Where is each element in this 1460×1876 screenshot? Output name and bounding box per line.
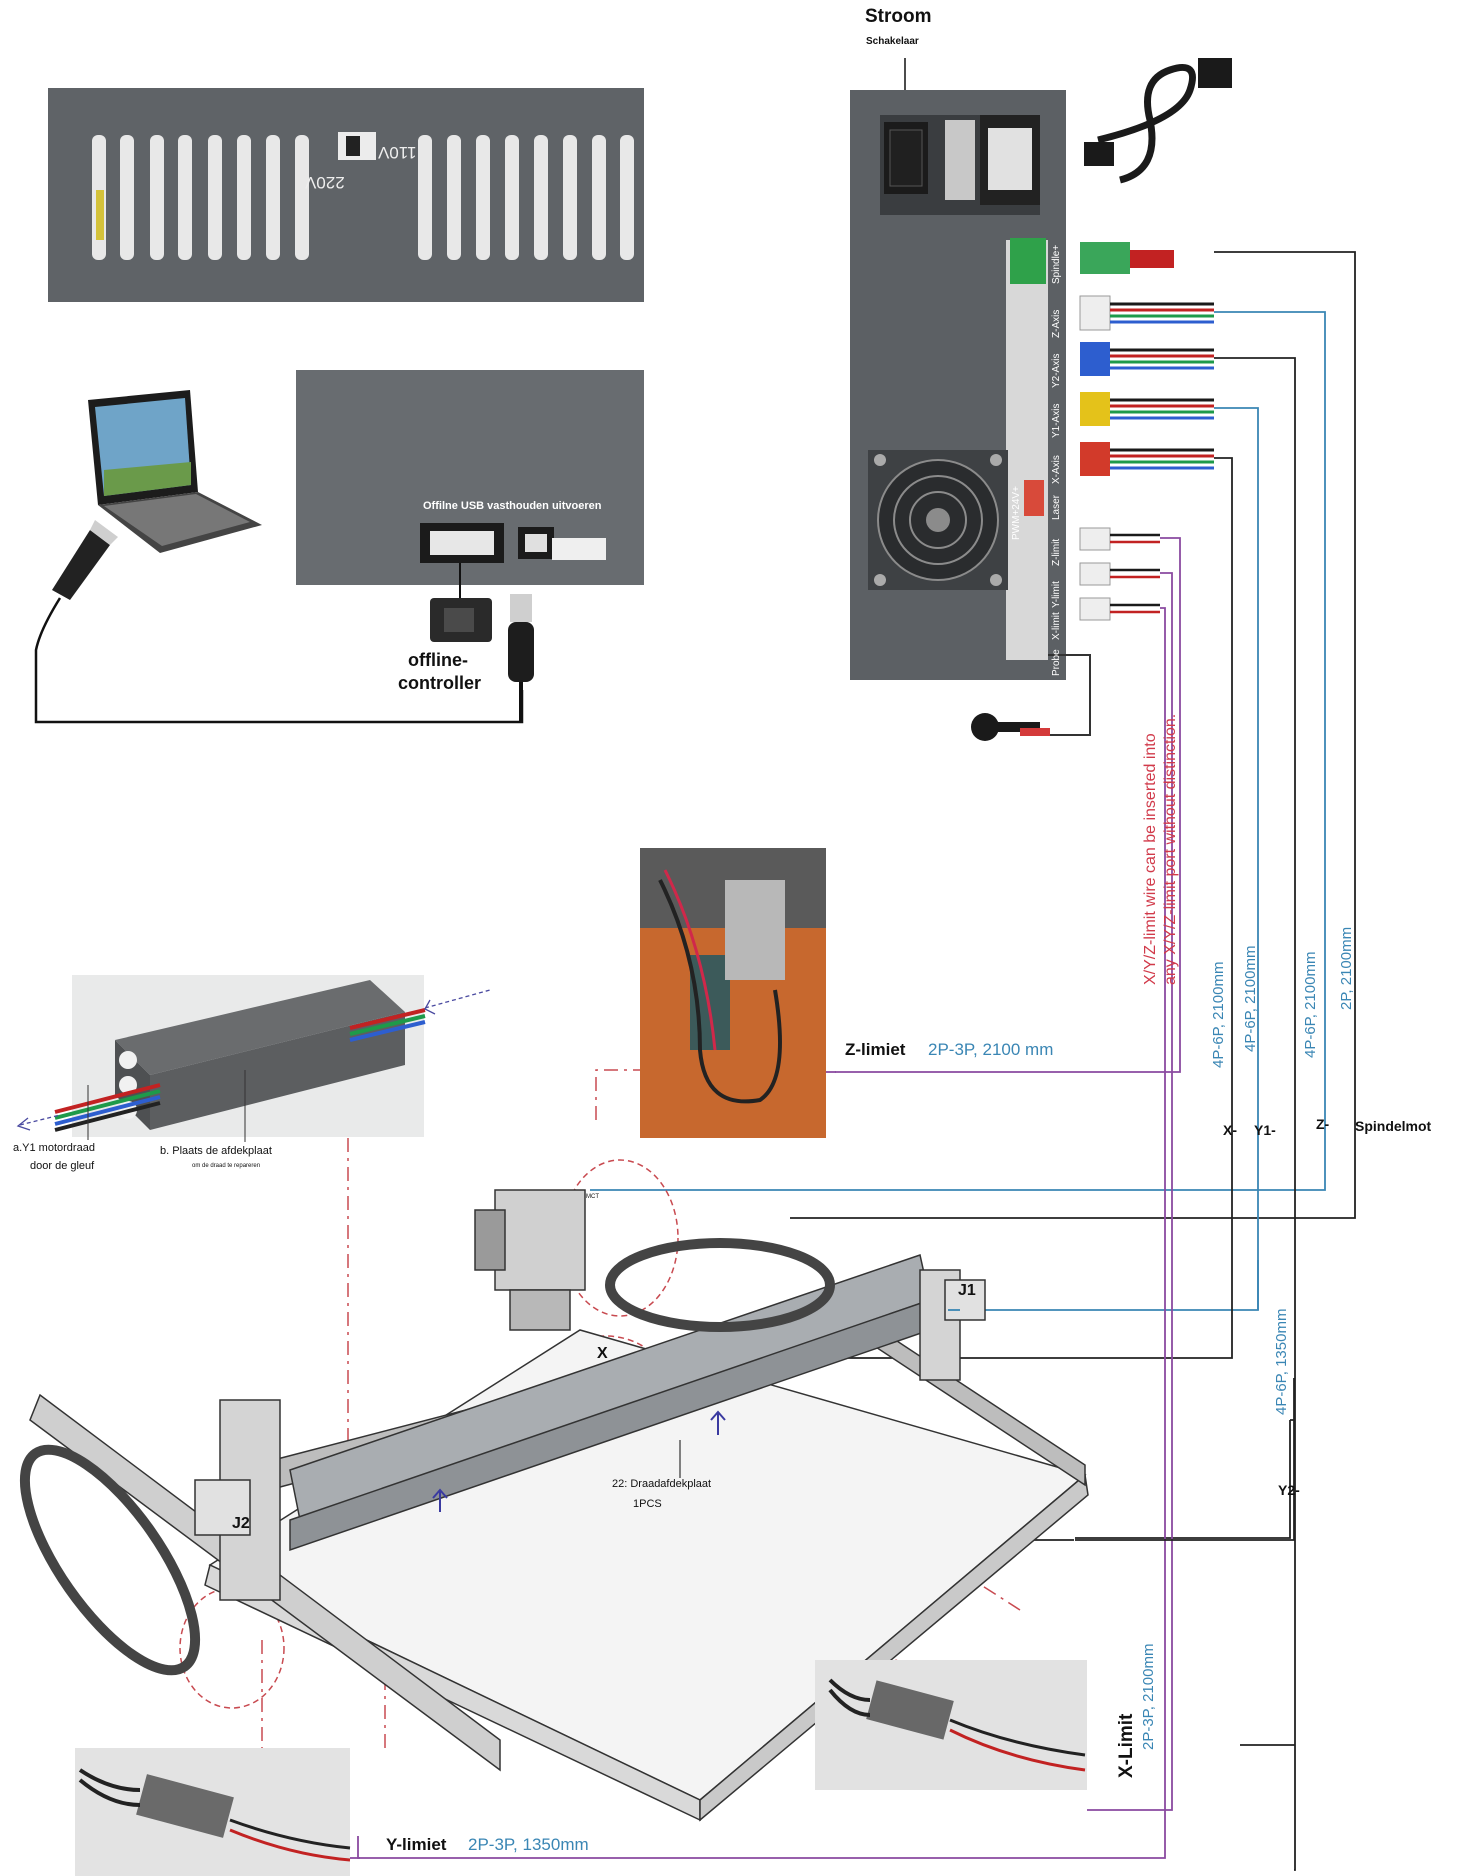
usb-plug-icon	[34, 520, 524, 724]
port-x-axis: X-Axis	[1051, 455, 1062, 484]
x-axis-plug	[1080, 442, 1110, 476]
cable-spec-y1: 4P-6P, 2100mm	[1242, 945, 1259, 1052]
port-z-axis: Z-Axis	[1051, 309, 1062, 338]
port-y1-axis: Y1-Axis	[1051, 403, 1062, 438]
x-limit-photo	[815, 1660, 1087, 1790]
psu-panel	[48, 88, 644, 302]
x-limit-spec: 2P-3P, 2100mm	[1140, 1643, 1157, 1750]
psu-label-220v: 220V	[305, 173, 345, 192]
axis-label-y2: Y2-	[1278, 1482, 1300, 1498]
power-title: Stroom	[865, 6, 932, 27]
x-mark-label: X	[597, 1345, 608, 1362]
x-limit-title: X-Limit	[1116, 1713, 1137, 1778]
port-x-limit: X-limit	[1051, 612, 1062, 640]
cover-step-b-line-1: b. Plaats de afdekplaat	[160, 1145, 272, 1157]
power-cord-icon	[1084, 58, 1232, 184]
limit-note-line-1: X/Y/Z-limit wire can be inserted into	[1142, 733, 1159, 985]
offline-controller-label-2: controller	[398, 673, 482, 693]
cable-spec-spindle: 2P, 2100mm	[1338, 926, 1355, 1010]
cable-spec-y2: 4P-6P, 2100mm	[1302, 951, 1319, 1058]
spindle-plug	[1080, 242, 1130, 274]
axis-label-z: Z-	[1316, 1116, 1330, 1132]
port-z-limit: Z-limit	[1051, 538, 1062, 566]
cover-step-a-line-2: door de gleuf	[30, 1160, 95, 1172]
port-y2-axis: Y2-Axis	[1051, 353, 1062, 388]
port-laser: Laser	[1051, 494, 1062, 520]
controller-front-caption: Offilne USB vasthouden uitvoeren	[423, 500, 602, 512]
cable-spec-x: 4P-6P, 2100mm	[1210, 961, 1227, 1068]
axis-label-x: X-	[1223, 1122, 1237, 1138]
psu-vent-slots	[92, 135, 634, 260]
mct-label: MCT	[586, 1194, 599, 1200]
cable-spec-y2-short: 4P-6P, 1350mm	[1273, 1308, 1290, 1415]
probe-clip-icon	[971, 713, 1050, 741]
port-pwm: PWM+24V+	[1011, 486, 1022, 540]
plate-label-line-2: 1PCS	[633, 1498, 662, 1510]
axis-label-y1: Y1-	[1254, 1122, 1276, 1138]
y1-axis-plug	[1080, 392, 1110, 426]
cooling-fan	[868, 450, 1008, 590]
cnc-machine	[19, 1189, 1089, 1822]
cover-step-b-line-2: om de draad te repareren	[192, 1163, 261, 1169]
plate-label-line-1: 22: Draadafdekplaat	[612, 1478, 712, 1490]
port-y-limit: Y-limit	[1051, 581, 1062, 608]
joint-label-j1: J1	[958, 1282, 976, 1299]
z-limit-title: Z-limiet	[845, 1040, 906, 1059]
z-limit-spec: 2P-3P, 2100 mm	[928, 1040, 1054, 1059]
limit-note-line-2: any X/Y/Z-limit port without distinction…	[1162, 713, 1179, 985]
offline-controller-label-1: offline-	[408, 650, 468, 670]
y-limit-title: Y-limiet	[386, 1835, 447, 1854]
joint-label-j2: J2	[232, 1515, 250, 1532]
port-probe: Probe	[1051, 649, 1062, 676]
cover-step-a-line-1: a.Y1 motordraad	[13, 1142, 95, 1154]
aux-port[interactable]	[552, 538, 606, 560]
y-limit-spec: 2P-3P, 1350mm	[468, 1835, 589, 1854]
power-subtitle: Schakelaar	[866, 36, 919, 47]
port-spindle: Spindle+	[1051, 244, 1062, 284]
psu-label-110v: 110V	[378, 143, 417, 162]
z-axis-plug	[1079, 295, 1111, 331]
laptop-icon	[88, 390, 262, 553]
axis-label-spindle: Spindelmot	[1355, 1118, 1432, 1134]
y2-axis-plug	[1080, 342, 1110, 376]
